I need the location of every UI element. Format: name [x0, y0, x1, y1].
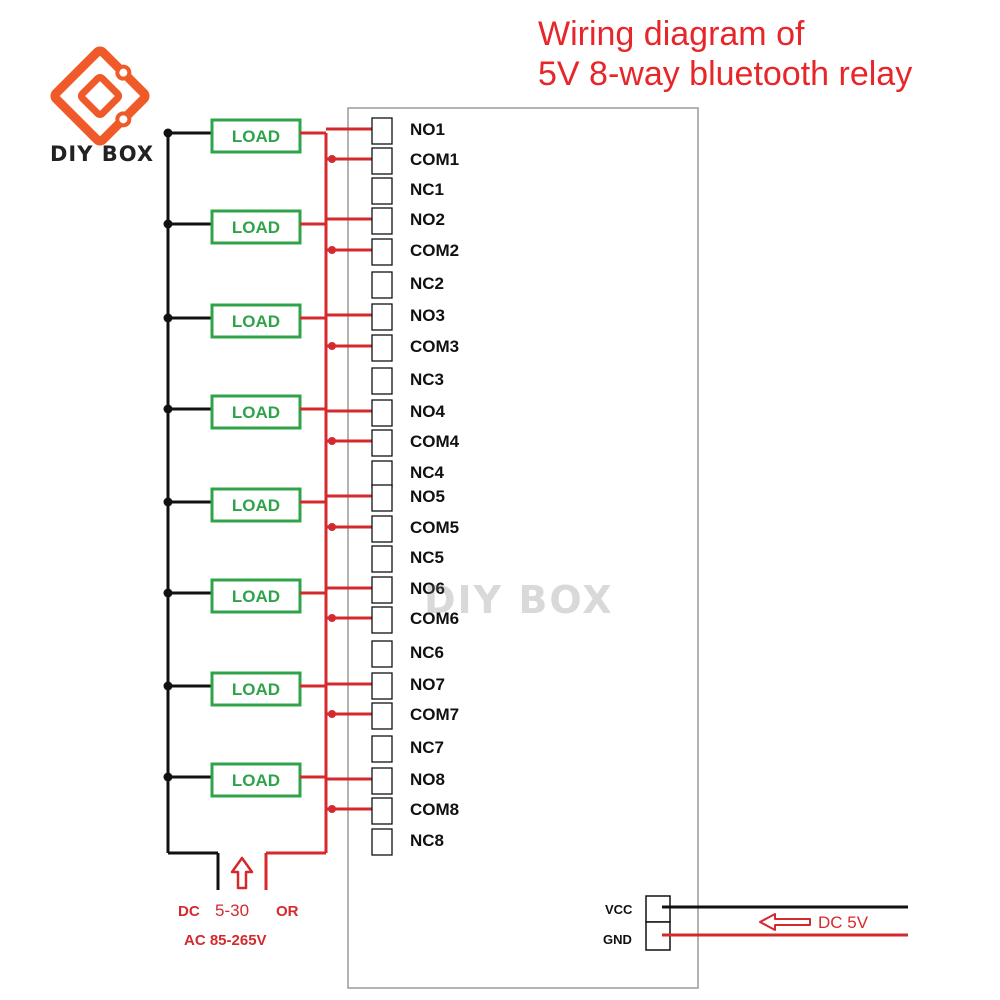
- no4-terminal: [371, 399, 393, 427]
- load-5-label: LOAD: [232, 496, 280, 515]
- com6-terminal: [371, 606, 393, 634]
- no2-label: NO2: [410, 210, 445, 229]
- nc6-terminal: [371, 640, 393, 668]
- no7-label: NO7: [410, 675, 445, 694]
- nc7-label: NC7: [410, 738, 444, 757]
- dc-range-label: 5-30: [215, 901, 249, 920]
- title-line-2: 5V 8-way bluetooth relay: [538, 55, 913, 93]
- nc4-label: NC4: [410, 463, 445, 482]
- nc3-label: NC3: [410, 370, 444, 389]
- com4-label: COM4: [410, 432, 460, 451]
- ac-range-label: AC 85-265V: [184, 932, 267, 949]
- load-8-label: LOAD: [232, 771, 280, 790]
- no3-label: NO3: [410, 306, 445, 325]
- gnd-label: GND: [603, 932, 632, 947]
- com1-terminal: [371, 147, 393, 175]
- com7-terminal: [371, 702, 393, 730]
- no4-label: NO4: [410, 402, 446, 421]
- com7-label: COM7: [410, 705, 459, 724]
- no1-label: NO1: [410, 120, 445, 139]
- no7-terminal: [371, 672, 393, 700]
- brand-logo-text: DIY BOX: [50, 142, 155, 166]
- load-2-box: [210, 209, 302, 245]
- load-1-box: [210, 118, 302, 154]
- com3-terminal: [371, 334, 393, 362]
- relay-module-outline: [347, 107, 699, 989]
- load-6-label: LOAD: [232, 587, 280, 606]
- watermark-text: DIY BOX: [424, 578, 614, 622]
- no5-label: NO5: [410, 487, 445, 506]
- com2-label: COM2: [410, 241, 459, 260]
- vcc-label: VCC: [605, 902, 633, 917]
- load-4-box: [210, 394, 302, 430]
- vcc-terminal: [645, 895, 671, 923]
- load-2-label: LOAD: [232, 218, 280, 237]
- no8-terminal: [371, 767, 393, 795]
- no3-terminal: [371, 303, 393, 331]
- no2-terminal: [371, 207, 393, 235]
- title-line-1: Wiring diagram of: [538, 15, 805, 53]
- supply-arrow-icon: [230, 856, 254, 890]
- com5-terminal: [371, 515, 393, 543]
- nc4-terminal: [371, 460, 393, 488]
- nc1-terminal: [371, 177, 393, 205]
- com4-terminal: [371, 429, 393, 457]
- load-4-label: LOAD: [232, 403, 280, 422]
- com5-label: COM5: [410, 518, 459, 537]
- com8-label: COM8: [410, 800, 459, 819]
- nc8-label: NC8: [410, 831, 444, 850]
- nc3-terminal: [371, 367, 393, 395]
- nc2-label: NC2: [410, 274, 444, 293]
- diy-box-logo-icon: [50, 46, 150, 146]
- dc-5v-label: DC 5V: [818, 913, 869, 932]
- nc1-label: NC1: [410, 180, 444, 199]
- load-8-box: [210, 762, 302, 798]
- nc2-terminal: [371, 271, 393, 299]
- nc8-terminal: [371, 828, 393, 856]
- nc7-terminal: [371, 735, 393, 763]
- no5-terminal: [371, 484, 393, 512]
- no1-terminal: [371, 117, 393, 145]
- no6-label: NO6: [410, 579, 445, 598]
- load-6-box: [210, 578, 302, 614]
- dc-prefix-label: DC: [178, 903, 200, 920]
- load-3-label: LOAD: [232, 312, 280, 331]
- com2-terminal: [371, 238, 393, 266]
- nc5-label: NC5: [410, 548, 444, 567]
- com3-label: COM3: [410, 337, 459, 356]
- diagram-title: Wiring diagram of 5V 8-way bluetooth rel…: [538, 14, 912, 94]
- or-label: OR: [276, 903, 299, 920]
- load-7-label: LOAD: [232, 680, 280, 699]
- com6-label: COM6: [410, 609, 459, 628]
- nc5-terminal: [371, 545, 393, 573]
- no8-label: NO8: [410, 770, 445, 789]
- com1-label: COM1: [410, 150, 459, 169]
- nc6-label: NC6: [410, 643, 444, 662]
- load-3-box: [210, 303, 302, 339]
- power-arrow-icon: [759, 913, 811, 931]
- com8-terminal: [371, 797, 393, 825]
- load-1-label: LOAD: [232, 127, 280, 146]
- load-7-box: [210, 671, 302, 707]
- no6-terminal: [371, 576, 393, 604]
- power-terminal-block: VCC GND DC 5V: [603, 895, 908, 951]
- load-5-box: [210, 487, 302, 523]
